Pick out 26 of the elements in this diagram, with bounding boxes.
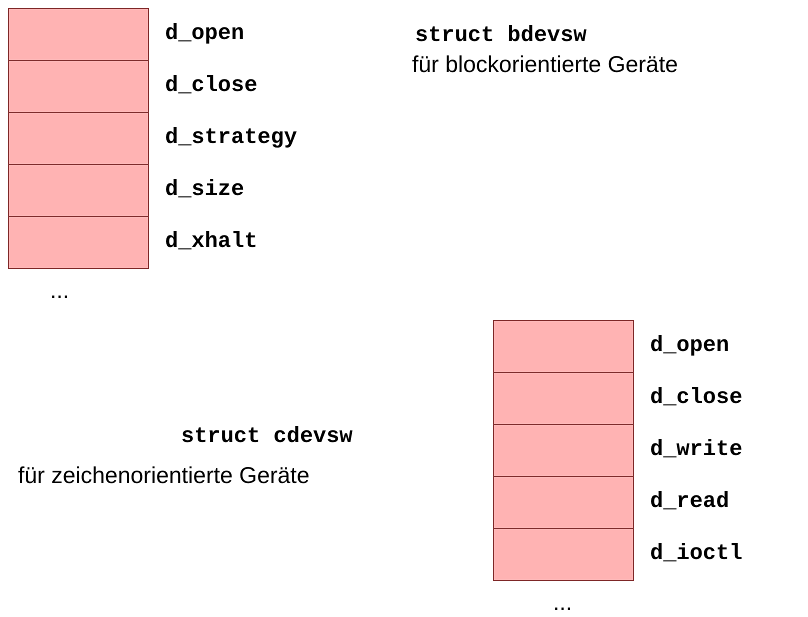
field-name: d_ioctl xyxy=(650,541,742,567)
table-cell xyxy=(493,528,634,581)
description-text: für blockorientierte Geräte xyxy=(412,50,678,78)
field-name: d_read xyxy=(650,489,730,515)
struct-name: struct cdevsw xyxy=(181,423,353,451)
table-cell xyxy=(493,372,634,425)
field-name: d_size xyxy=(165,177,244,203)
table-cell xyxy=(8,60,149,113)
table-cell xyxy=(8,216,149,269)
table-cell xyxy=(8,164,149,217)
table-cell xyxy=(493,476,634,529)
field-name: d_write xyxy=(650,437,742,463)
table-cell xyxy=(493,320,634,373)
field-name: d_xhalt xyxy=(165,229,258,255)
description-text: für zeichenorientierte Geräte xyxy=(18,461,310,489)
field-name: d_open xyxy=(165,21,244,47)
table-cell xyxy=(8,112,149,165)
field-name: d_close xyxy=(165,73,258,99)
field-name: d_open xyxy=(650,333,730,359)
ellipsis: ... xyxy=(553,588,572,616)
struct-name: struct bdevsw xyxy=(415,22,587,50)
field-name: d_close xyxy=(650,385,742,411)
ellipsis: ... xyxy=(50,276,70,304)
field-name: d_strategy xyxy=(165,125,298,151)
table-cell xyxy=(8,8,149,61)
table-cell xyxy=(493,424,634,477)
